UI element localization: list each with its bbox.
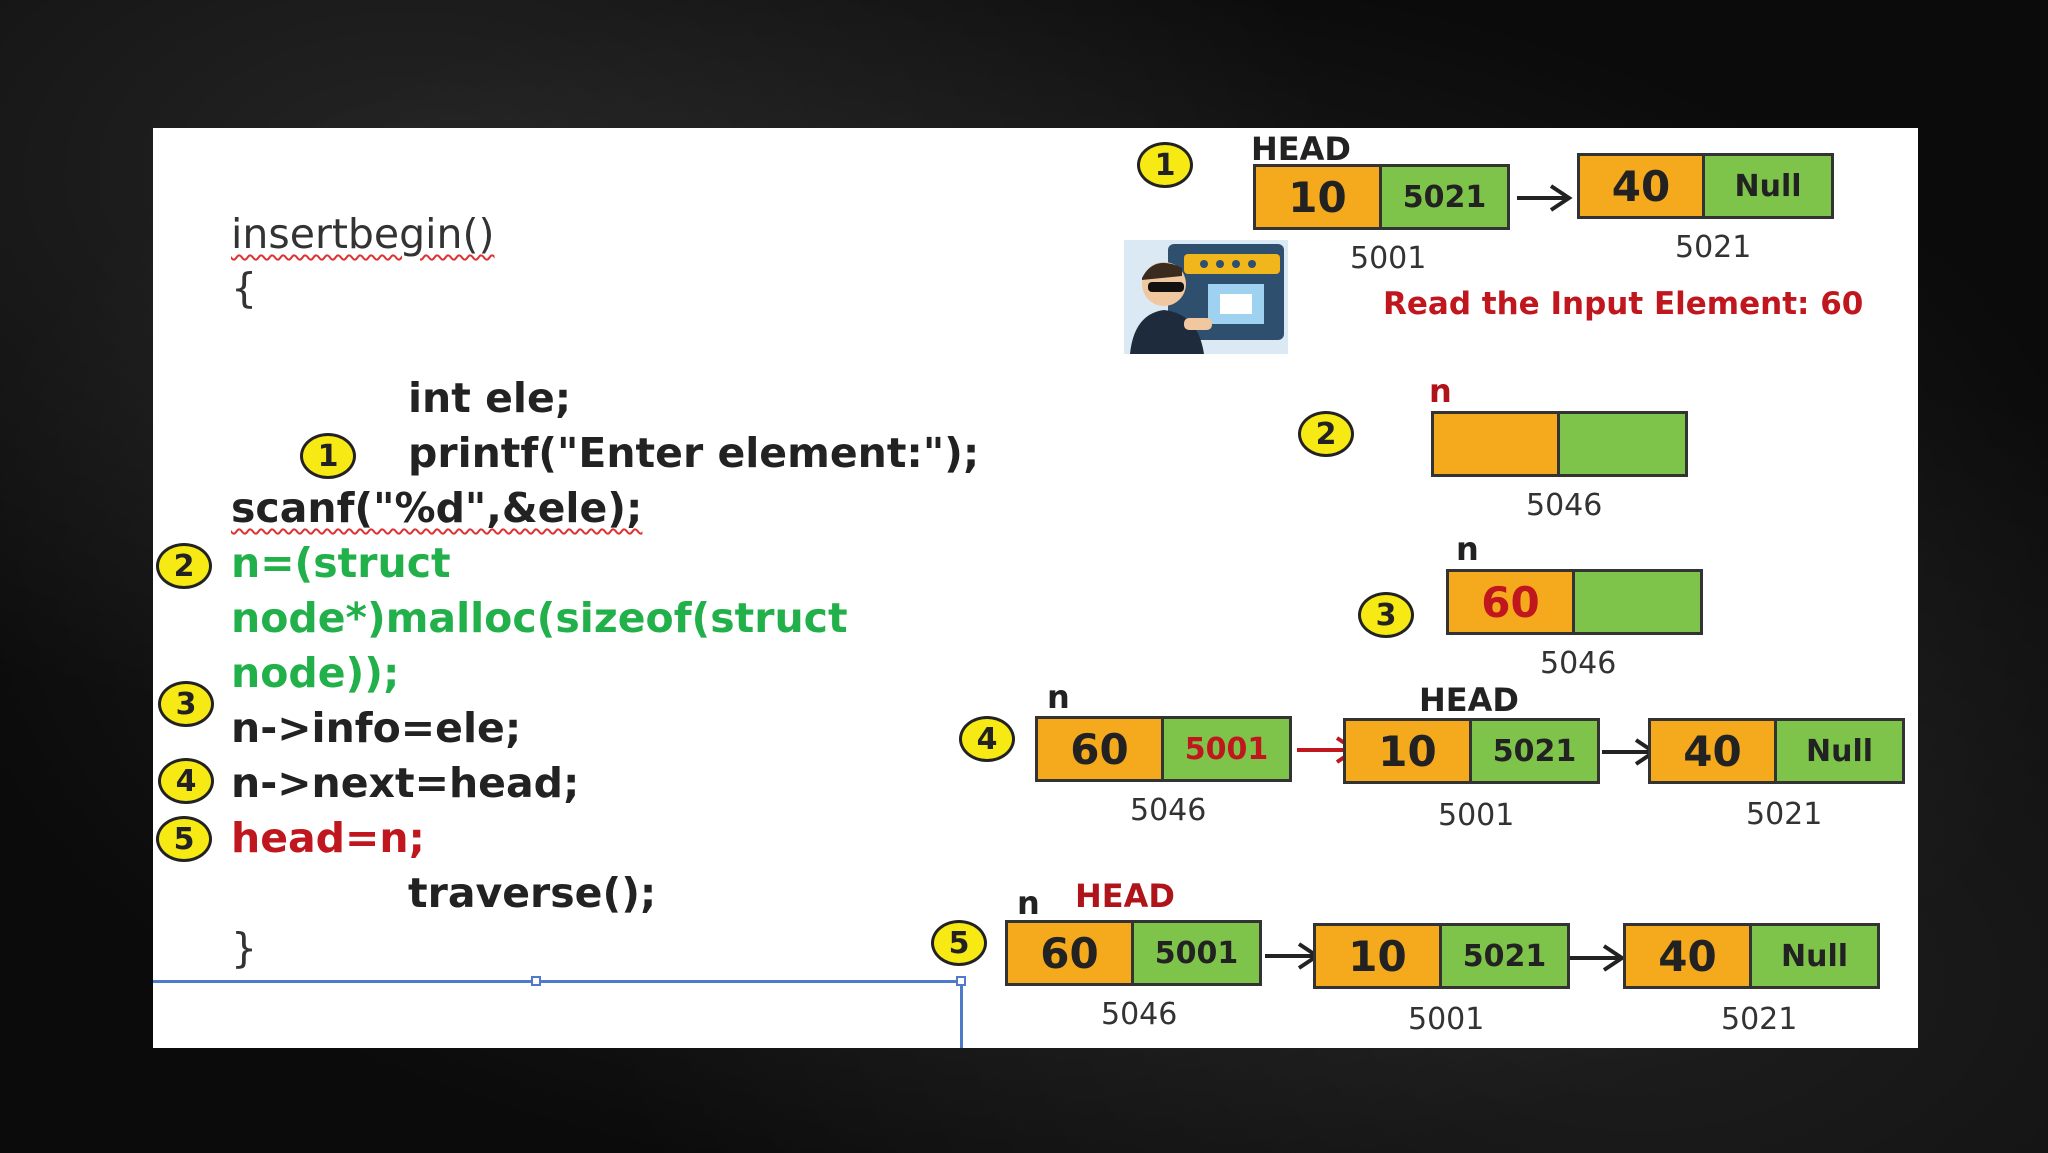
node-address: 5046 xyxy=(1130,793,1207,828)
step5-node-2: 10 5021 xyxy=(1313,923,1570,989)
node-address: 5021 xyxy=(1721,1002,1798,1037)
slide: insertbegin() { int ele; 1 printf("Enter… xyxy=(153,128,1918,1048)
selection-frame-top xyxy=(153,980,963,983)
step5-node-1: 60 5001 xyxy=(1005,920,1262,986)
node-address: 5001 xyxy=(1438,798,1515,833)
n-label: n xyxy=(1429,372,1452,410)
code-step-badge-5: 5 xyxy=(156,816,212,862)
step2-node xyxy=(1431,411,1688,477)
node-address: 5046 xyxy=(1101,997,1178,1032)
code-function-name: insertbegin() xyxy=(231,214,495,255)
step4-node-1: 60 5001 xyxy=(1035,716,1292,782)
next-arrow xyxy=(1570,944,1626,972)
code-line-malloc-3: node)); xyxy=(231,649,400,697)
node-address: 5021 xyxy=(1675,230,1752,265)
node-info xyxy=(1434,414,1560,474)
head-label: HEAD xyxy=(1419,681,1519,719)
code-line-scanf: scanf("%d",&ele); xyxy=(231,488,642,529)
node-info: 10 xyxy=(1316,926,1442,986)
code-close-brace: } xyxy=(231,924,258,972)
node-next: 5021 xyxy=(1442,926,1567,986)
code-step-badge-3: 3 xyxy=(158,681,214,727)
node-next xyxy=(1575,572,1700,632)
code-line-int: int ele; xyxy=(408,374,572,422)
code-line-printf: printf("Enter element:"); xyxy=(408,429,980,477)
n-label: n xyxy=(1017,884,1040,922)
step-badge-2: 2 xyxy=(1298,411,1354,457)
node-info: 10 xyxy=(1256,167,1382,227)
resize-handle[interactable] xyxy=(531,976,541,986)
code-line-traverse: traverse(); xyxy=(408,869,657,917)
node-next: Null xyxy=(1752,926,1877,986)
node-next: 5021 xyxy=(1382,167,1507,227)
step5-node-3: 40 Null xyxy=(1623,923,1880,989)
step4-node-2: 10 5021 xyxy=(1343,718,1600,784)
step1-node-1: 10 5021 xyxy=(1253,164,1510,230)
code-line-next: n->next=head; xyxy=(231,759,580,807)
person-at-computer-icon xyxy=(1124,240,1288,354)
selection-frame-right xyxy=(960,980,963,1048)
step-badge-5: 5 xyxy=(931,920,987,966)
code-step-badge-4: 4 xyxy=(158,758,214,804)
node-address: 5046 xyxy=(1526,488,1603,523)
head-label: HEAD xyxy=(1075,877,1175,915)
step3-node: 60 xyxy=(1446,569,1703,635)
node-info: 10 xyxy=(1346,721,1472,781)
n-label: n xyxy=(1456,530,1479,568)
code-function-name-text: insertbegin() xyxy=(231,210,495,258)
code-open-brace: { xyxy=(231,264,258,312)
node-next: 5021 xyxy=(1472,721,1597,781)
code-line-malloc-2: node*)malloc(sizeof(struct xyxy=(231,594,848,642)
step-badge-4: 4 xyxy=(959,716,1015,762)
code-step-badge-1: 1 xyxy=(300,433,356,479)
step-badge-1: 1 xyxy=(1137,142,1193,188)
node-info: 40 xyxy=(1651,721,1777,781)
n-label: n xyxy=(1047,678,1070,716)
node-address: 5001 xyxy=(1350,241,1427,276)
node-address: 5046 xyxy=(1540,646,1617,681)
node-address: 5001 xyxy=(1408,1002,1485,1037)
node-info: 40 xyxy=(1580,156,1705,216)
node-address: 5021 xyxy=(1746,797,1823,832)
code-line-scanf-text: scanf("%d",&ele); xyxy=(231,484,643,532)
node-info: 40 xyxy=(1626,926,1752,986)
node-info: 60 xyxy=(1008,923,1134,983)
node-next: 5001 xyxy=(1164,719,1289,779)
read-input-text: Read the Input Element: 60 xyxy=(1383,286,1864,322)
node-info: 60 xyxy=(1038,719,1164,779)
code-line-head: head=n; xyxy=(231,814,425,862)
node-next: 5001 xyxy=(1134,923,1259,983)
next-arrow xyxy=(1517,184,1573,212)
node-next xyxy=(1560,414,1685,474)
code-line-malloc-1: n=(struct xyxy=(231,539,451,587)
resize-handle[interactable] xyxy=(956,976,966,986)
code-step-badge-2: 2 xyxy=(156,543,212,589)
node-next: Null xyxy=(1777,721,1902,781)
node-next: Null xyxy=(1705,156,1831,216)
step4-node-3: 40 Null xyxy=(1648,718,1905,784)
node-info: 60 xyxy=(1449,572,1575,632)
step-badge-3: 3 xyxy=(1358,592,1414,638)
step1-node-2: 40 Null xyxy=(1577,153,1834,219)
head-label: HEAD xyxy=(1251,130,1351,168)
code-line-info: n->info=ele; xyxy=(231,704,522,752)
